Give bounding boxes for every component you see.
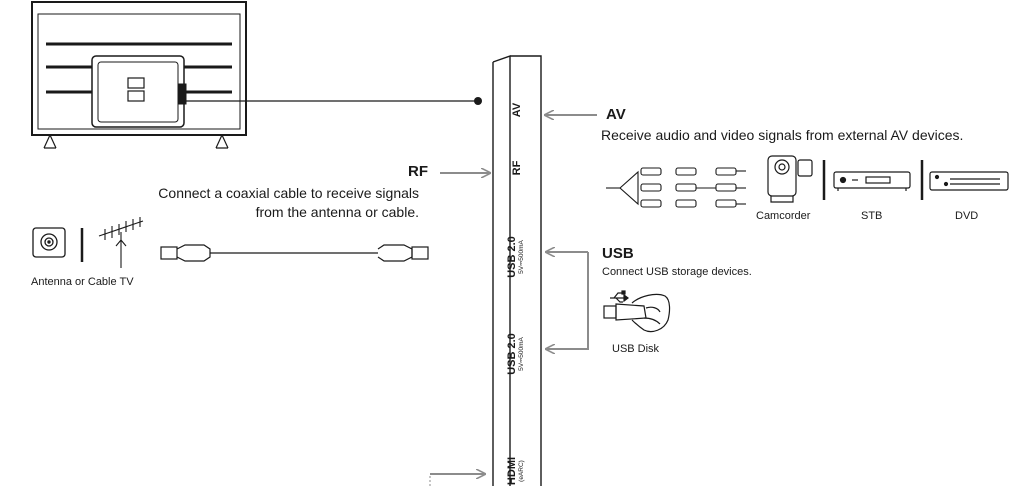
- antenna-icon: [98, 217, 144, 268]
- port-label-hdmi: HDMI (eARC): [506, 456, 525, 486]
- coax-cable-icon: [160, 244, 429, 262]
- rf-description-line-2: from the antenna or cable.: [255, 204, 419, 220]
- antenna-label: Antenna or Cable TV: [31, 276, 134, 288]
- usb-description: Connect USB storage devices.: [602, 266, 752, 278]
- av-description: Receive audio and video signals from ext…: [601, 127, 964, 143]
- side-panel: [492, 55, 542, 486]
- port-label-rf: RF: [511, 160, 523, 176]
- usb-arrow-lower: [546, 252, 589, 349]
- port-label-av: AV: [511, 102, 523, 118]
- usb-title: USB: [602, 245, 634, 262]
- av-title: AV: [606, 106, 626, 123]
- set-top-box-icon: [833, 171, 911, 191]
- tv-back-icon: [31, 1, 247, 149]
- dvd-label: DVD: [955, 210, 979, 222]
- connection-diagram: [31, 1, 1009, 486]
- coax-socket-icon: [32, 227, 66, 258]
- connection-dot: [474, 97, 482, 105]
- dvd-player-icon: [929, 171, 1009, 191]
- rf-title: RF: [408, 163, 428, 180]
- camcorder-label: Camcorder: [756, 210, 811, 222]
- port-label-usb-2: USB 2.0 5V⎓500mA: [506, 333, 525, 375]
- usb-disk-icon: [603, 293, 671, 333]
- usb-disk-label: USB Disk: [612, 343, 660, 355]
- rca-cable-icon: [606, 167, 746, 208]
- usb-symbol-icon: [610, 290, 629, 303]
- port-label-usb-1: USB 2.0 5V⎓500mA: [506, 236, 525, 278]
- camcorder-icon: [767, 155, 813, 203]
- stb-label: STB: [861, 210, 883, 222]
- rf-description-line-1: Connect a coaxial cable to receive signa…: [158, 185, 419, 201]
